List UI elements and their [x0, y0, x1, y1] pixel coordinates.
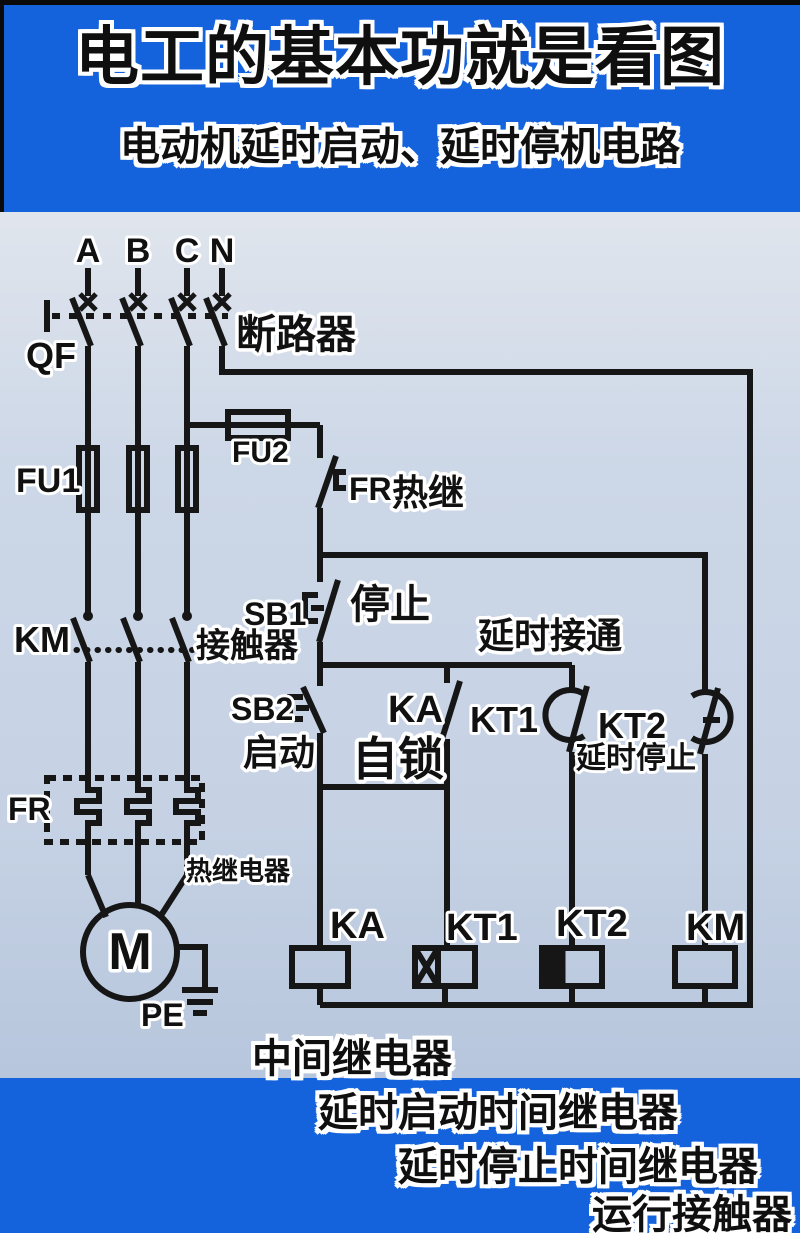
start-button-cn-label: 启动 [243, 732, 315, 773]
coil-kt2 [539, 945, 605, 989]
phase-label-c: C [175, 232, 200, 270]
circuit-breaker-qf [44, 296, 228, 348]
timer1-id-label: KT1 [470, 699, 538, 740]
start-button-id-label: SB2 [231, 691, 293, 727]
note-intermediate-relay: 中间继电器 [252, 1037, 452, 1081]
thermal-relay-dashed-box [44, 775, 205, 845]
fuse-fu1-label: FU1 [16, 462, 80, 500]
phase-conductors-mid [85, 510, 190, 614]
coil-kt2-label: KT2 [556, 903, 628, 945]
contactor-cn-label: 接触器 [196, 627, 299, 665]
motor [80, 873, 190, 1002]
phase-label-b: B [126, 232, 151, 270]
circuit-diagram: A B C N QF 断路器 FU1 FU2 FR 热继 KM 接触器 SB1 … [5, 229, 753, 1036]
thermal-element-id-label: FR [8, 791, 51, 827]
timer2-note-label: 延时停止 [575, 742, 696, 775]
phase-label-a: A [76, 232, 101, 270]
fuse-fu2-symbol [225, 409, 291, 441]
ground-pe-symbol [177, 944, 218, 1016]
selflock-id-label: KA [388, 689, 443, 731]
stop-button-id-label: SB1 [244, 596, 306, 632]
contact-cross-marks [78, 292, 232, 312]
motor-label: M [108, 923, 151, 981]
phase-vertical-conductors [85, 346, 190, 448]
timer1-note-label: 延时接通 [478, 615, 622, 656]
motor-circle [80, 902, 180, 1002]
selflock-cn-label: 自锁 [352, 733, 444, 785]
thermal-contact-id-label: FR [349, 471, 392, 507]
coil-km-label: KM [686, 907, 745, 949]
page-title: 电工的基本功就是看图 [75, 21, 725, 93]
timer-contact-kt1 [542, 665, 590, 950]
note-running-contactor: 运行接触器 [592, 1193, 792, 1233]
contactor-id-label: KM [14, 619, 70, 660]
breaker-id-label: QF [26, 335, 76, 376]
thermal-contact-cn-label: 热继 [392, 472, 464, 513]
coil-km [672, 945, 738, 989]
page-subtitle: 电动机延时启动、延时停机电路 [120, 125, 680, 169]
coil-ka-label: KA [330, 905, 385, 947]
coil-ka [289, 945, 351, 989]
selflock-contact-ka [439, 665, 463, 789]
thermal-contact-fr [315, 425, 346, 557]
breaker-cn-label: 断路器 [236, 313, 357, 357]
stop-button-sb1 [302, 557, 341, 667]
rail-to-kt2-contact [320, 552, 708, 690]
timer2-id-label: KT2 [598, 705, 666, 746]
diagram-labels: A B C N QF 断路器 FU1 FU2 FR 热继 KM 接触器 SB1 … [5, 229, 748, 1036]
contactor-km-main-contacts [63, 611, 203, 775]
ground-pe-label: PE [141, 997, 184, 1033]
note-delay-start-timer: 延时启动时间继电器 [318, 1091, 678, 1135]
fuse-fu1-symbols [76, 445, 199, 513]
coil-kt1-label: KT1 [446, 907, 518, 949]
relay-coils [289, 945, 738, 1005]
stop-button-cn-label: 停止 [350, 583, 430, 627]
note-delay-stop-timer: 延时停止时间继电器 [398, 1145, 758, 1189]
thermal-relay-element-fr [44, 775, 205, 875]
incoming-phase-leads [78, 268, 232, 312]
phase-label-n: N [210, 232, 235, 270]
left-border [0, 0, 4, 212]
thermal-element-cn-label: 热继电器 [186, 856, 291, 886]
fuse-fu2-label: FU2 [232, 436, 289, 469]
top-border [0, 0, 800, 5]
neutral-bus-wire [219, 346, 753, 1008]
coil-kt1 [412, 945, 478, 989]
start-button-sb2 [287, 667, 327, 789]
timer-contact-kt2 [690, 687, 734, 950]
circuit-photo-area: A B C N QF 断路器 FU1 FU2 FR 热继 KM 接触器 SB1 … [0, 212, 800, 1078]
